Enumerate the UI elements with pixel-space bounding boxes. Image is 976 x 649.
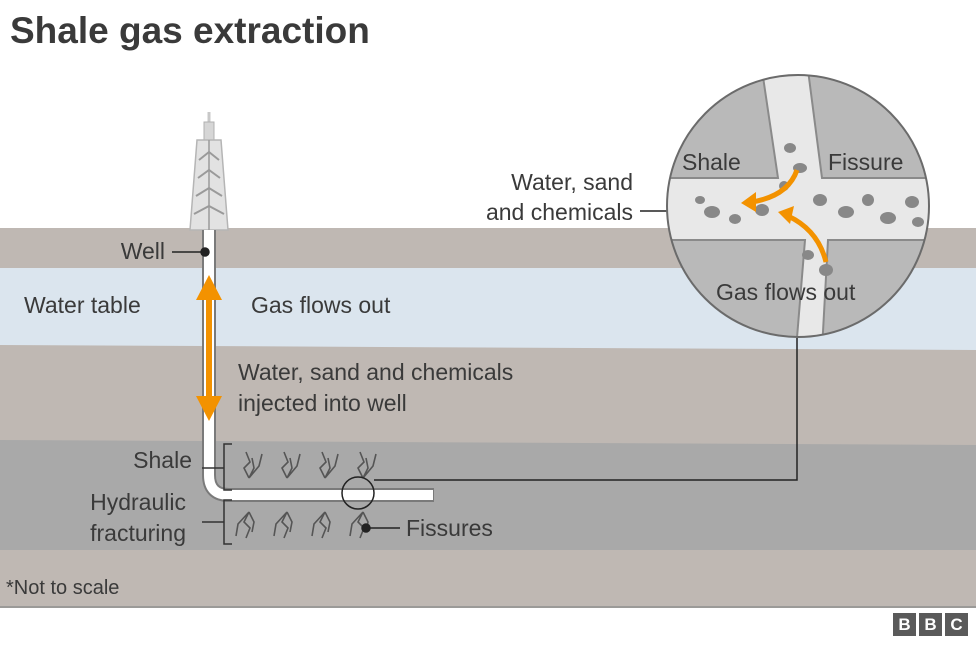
well-pipe-inner xyxy=(204,230,433,500)
logo-letter: C xyxy=(945,613,968,636)
page-title: Shale gas extraction xyxy=(10,10,370,51)
gas-flows-out-label: Gas flows out xyxy=(251,292,391,318)
flow-arrow xyxy=(196,275,222,421)
not-to-scale-note: *Not to scale xyxy=(6,577,119,599)
logo-letter: B xyxy=(893,613,916,636)
hydraulic-label-line1: Hydraulic xyxy=(90,489,186,515)
inset-flow-arrows xyxy=(751,169,829,263)
logo-letter: B xyxy=(919,613,942,636)
water-table-label: Water table xyxy=(24,292,141,318)
inset-magnifier xyxy=(666,74,930,338)
inset-shale-label: Shale xyxy=(682,149,741,175)
drilling-rig xyxy=(189,112,229,231)
injected-label-line2: injected into well xyxy=(238,390,407,416)
shale-label: Shale xyxy=(133,447,192,473)
hydraulic-label-line2: fracturing xyxy=(90,520,186,546)
well-label: Well xyxy=(121,238,165,264)
bbc-logo: B B C xyxy=(893,613,968,636)
fissures-graphic xyxy=(235,451,377,539)
inset-water-label-line2: and chemicals xyxy=(486,199,633,225)
injected-label-line1: Water, sand and chemicals xyxy=(238,359,513,385)
inset-water-label-line1: Water, sand xyxy=(511,169,633,195)
label-brackets xyxy=(202,443,232,545)
inset-gas-flows-out-label: Gas flows out xyxy=(716,279,856,305)
fissures-label: Fissures xyxy=(406,515,493,541)
inset-fissure-label: Fissure xyxy=(828,149,903,175)
